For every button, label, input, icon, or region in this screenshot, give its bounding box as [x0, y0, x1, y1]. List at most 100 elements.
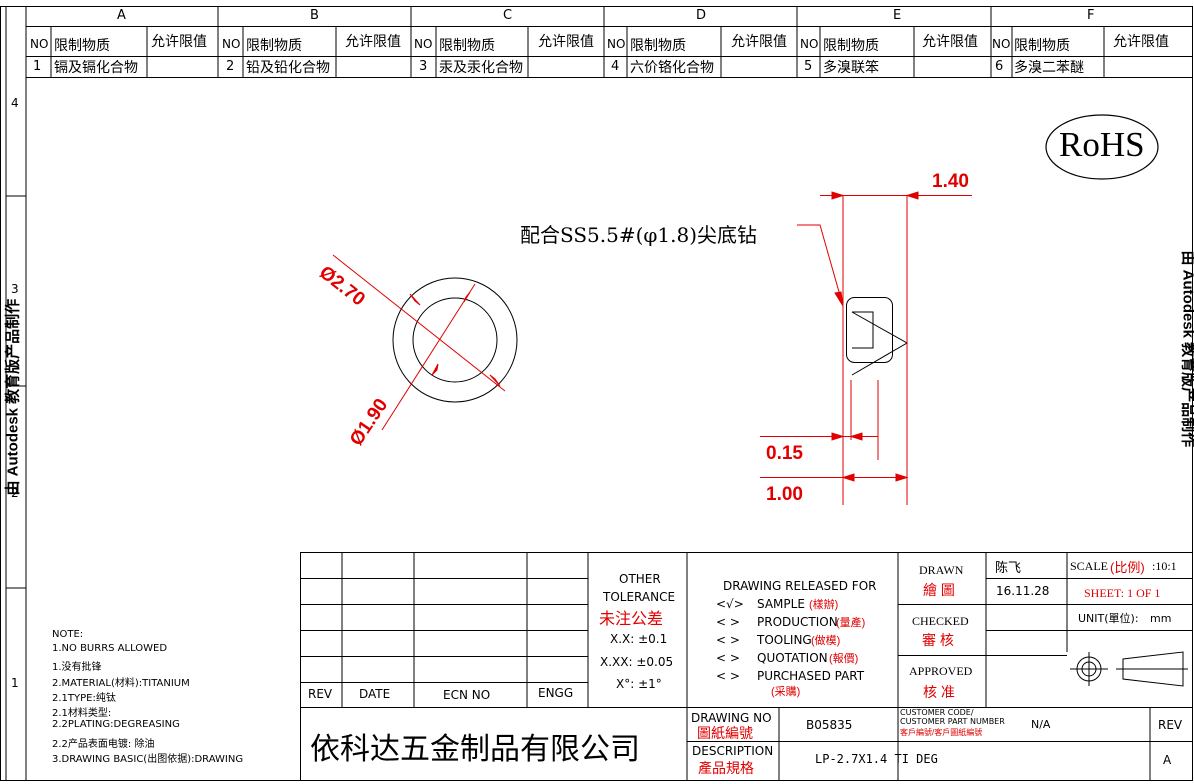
description-label-cn: 產品規格 — [698, 760, 754, 776]
drawn-by: 陈飞 — [995, 561, 1022, 576]
grid-row-3: 3 — [11, 282, 19, 296]
item-substance-2: 铅及铅化合物 — [246, 60, 330, 76]
tolerance-title-cn: 未注公差 — [599, 611, 664, 628]
header-no-4: NO — [607, 37, 626, 51]
drawing-no-label-cn: 圖紙編號 — [697, 725, 753, 741]
grid-row-1: 1 — [11, 676, 19, 690]
release-production: PRODUCTION — [757, 615, 838, 629]
dim-length: 1.40 — [932, 171, 969, 192]
header-limit-5: 允许限值 — [922, 34, 978, 50]
header-substance-6: 限制物质 — [1014, 38, 1070, 54]
note-line: 2.1材料类型: — [52, 708, 112, 719]
release-tooling-cn: (做模) — [811, 635, 841, 647]
drawn-label: DRAWN — [919, 563, 964, 577]
note-line: 2.2PLATING:DEGREASING — [52, 719, 180, 730]
note-line: 2.MATERIAL(材料):TITANIUM — [52, 678, 190, 689]
approved-label: APPROVED — [909, 664, 973, 678]
grid-col-a: A — [117, 8, 126, 23]
drawing-no: B05835 — [806, 718, 853, 732]
unit-label: UNIT(單位): — [1078, 612, 1139, 625]
drill-callout: 配合SS5.5#(φ1.8)尖底钻 — [520, 223, 758, 247]
header-no-5: NO — [800, 37, 819, 51]
header-limit-1: 允许限值 — [151, 34, 207, 50]
release-title: DRAWING RELEASED FOR — [723, 579, 877, 593]
header-substance-1: 限制物质 — [54, 38, 110, 54]
release-mark-quotation: < > — [716, 651, 740, 665]
tolerance-title-2: TOLERANCE — [603, 590, 676, 604]
item-substance-4: 六价铬化合物 — [630, 60, 714, 76]
header-limit-2: 允许限值 — [345, 34, 401, 50]
tolerance-xxx: X.XX: ±0.05 — [600, 655, 674, 669]
watermark-left: 由 Autodesk 教育版产品制作 — [4, 298, 22, 496]
grid-col-f: F — [1087, 8, 1095, 23]
watermark-right: 由 Autodesk 教育版产品制作 — [1179, 251, 1194, 448]
customer-code-label-2: CUSTOMER PART NUMBER — [900, 717, 1005, 726]
item-substance-1: 镉及镉化合物 — [54, 60, 138, 76]
notes-title: NOTE: — [52, 629, 84, 640]
customer-code-value: N/A — [1031, 718, 1051, 731]
rev-header: REV — [1158, 718, 1183, 732]
engg-label: ENGG — [538, 686, 574, 700]
item-no-5: 5 — [804, 59, 813, 74]
company-name: 依科达五金制品有限公司 — [310, 732, 640, 767]
drawn-label-cn: 繪 圖 — [923, 582, 955, 598]
note-line: 1.NO BURRS ALLOWED — [52, 643, 168, 654]
header-substance-3: 限制物质 — [439, 38, 495, 54]
customer-code-label-cn: 客戶編號/客戶圖紙編號 — [900, 728, 983, 737]
grid-row-4: 4 — [11, 96, 19, 110]
header-no-1: NO — [30, 37, 49, 51]
grid-col-e: E — [893, 8, 902, 23]
date-label: DATE — [359, 687, 391, 701]
header-no-2: NO — [222, 37, 241, 51]
approved-label-cn: 核 准 — [923, 684, 955, 700]
checked-label-cn: 審 核 — [922, 632, 954, 648]
ecn-label: ECN NO — [443, 688, 491, 702]
sheet-number: SHEET: 1 OF 1 — [1084, 586, 1161, 600]
header-limit-6: 允许限值 — [1113, 34, 1169, 50]
item-substance-5: 多溴联笨 — [823, 60, 879, 76]
tolerance-xx: X.X: ±0.1 — [610, 632, 668, 646]
item-no-6: 6 — [995, 59, 1004, 74]
release-sample: SAMPLE — [757, 597, 805, 611]
header-substance-4: 限制物质 — [630, 38, 686, 54]
grid-row-2: 2 — [11, 486, 19, 500]
dim-width: 1.00 — [766, 484, 803, 505]
checked-label: CHECKED — [912, 614, 969, 628]
rohs-mark: RoHS — [1059, 125, 1145, 164]
item-no-3: 3 — [419, 59, 428, 74]
note-line: 3.DRAWING BASIC(出图依据):DRAWING — [52, 754, 244, 765]
grid-col-d: D — [696, 8, 707, 23]
note-line: 2.1TYPE:纯钛 — [52, 693, 116, 704]
dim-chamfer: 0.15 — [766, 443, 803, 464]
unit-value: mm — [1150, 612, 1172, 625]
release-mark-production: < > — [716, 615, 740, 629]
header-substance-5: 限制物质 — [823, 38, 879, 54]
scale-value: :10:1 — [1152, 559, 1177, 573]
release-sample-cn: (樣辦) — [809, 599, 839, 611]
header-limit-4: 允许限值 — [731, 34, 787, 50]
note-line: 2.2产品表面电镀: 除油 — [52, 739, 155, 750]
release-tooling: TOOLING — [757, 633, 812, 647]
scale-label: SCALE — [1070, 559, 1109, 573]
item-substance-3: 汞及汞化合物 — [439, 60, 523, 76]
header-no-6: NO — [992, 37, 1011, 51]
drawing-no-label: DRAWING NO — [691, 711, 772, 725]
header-substance-2: 限制物质 — [246, 38, 302, 54]
grid-col-b: B — [310, 8, 319, 23]
tolerance-deg: X°: ±1° — [616, 677, 662, 691]
note-line: 1.没有批锋 — [52, 662, 102, 673]
customer-code-label-1: CUSTOMER CODE/ — [900, 708, 974, 717]
grid-col-c: C — [503, 8, 513, 23]
item-no-1: 1 — [33, 59, 42, 74]
release-mark-tooling: < > — [716, 633, 740, 647]
scale-label-cn: (比例) — [1110, 560, 1145, 575]
description-label: DESCRIPTION — [692, 744, 774, 758]
release-quotation: QUOTATION — [757, 651, 828, 665]
item-substance-6: 多溴二苯醚 — [1014, 60, 1084, 76]
item-no-2: 2 — [226, 59, 235, 74]
description-value: LP-2.7X1.4 TI DEG — [815, 752, 938, 766]
release-purchased: PURCHASED PART — [757, 669, 865, 683]
release-production-cn: (量產) — [836, 617, 866, 629]
rev-label: REV — [308, 687, 333, 701]
